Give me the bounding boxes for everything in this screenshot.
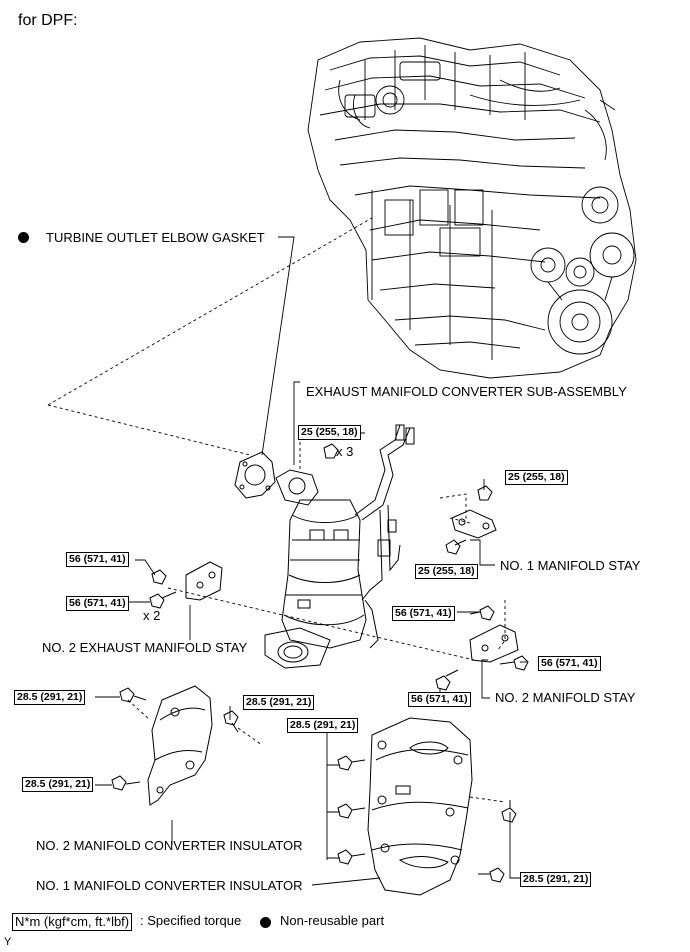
- label-converter: EXHAUST MANIFOLD CONVERTER SUB-ASSEMBLY: [306, 384, 627, 399]
- multiplier-x2: x 2: [143, 608, 161, 623]
- torque-no2-stay-top: 56 (571, 41): [392, 606, 455, 621]
- label-no1-insulator: NO. 1 MANIFOLD CONVERTER INSULATOR: [36, 878, 303, 893]
- torque-no2-exh-stay-bolt: 56 (571, 41): [66, 596, 129, 611]
- torque-no1-insulator-left: 28.5 (291, 21): [287, 718, 359, 733]
- torque-no2-stay-right: 56 (571, 41): [538, 656, 601, 671]
- legend-torque-desc: : Specified torque: [140, 913, 242, 928]
- multiplier-x3: x 3: [336, 444, 354, 459]
- legend-nonreusable-icon: [260, 917, 271, 928]
- torque-no1-stay-bolt: 25 (255, 18): [415, 564, 478, 579]
- nonreusable-marker-icon: [18, 232, 29, 243]
- legend-nonreusable: Non-reusable part: [280, 913, 385, 928]
- converter-drawing: [264, 424, 415, 669]
- fasteners: [111, 443, 529, 883]
- torque-no2-exh-stay-nut: 56 (571, 41): [66, 552, 129, 567]
- torque-converter-nut: 25 (255, 18): [298, 425, 361, 440]
- no2-stay-drawing: [469, 624, 519, 663]
- torque-no2-stay-bottom: 56 (571, 41): [408, 692, 471, 707]
- torque-no2-insulator-top: 28.5 (291, 21): [14, 690, 86, 705]
- no1-insulator-drawing: [367, 717, 473, 896]
- label-no1-stay: NO. 1 MANIFOLD STAY: [500, 558, 641, 573]
- torque-no1-stay-nut: 25 (255, 18): [505, 470, 568, 485]
- torque-no1-insulator-right: 28.5 (291, 21): [520, 872, 592, 887]
- legend-torque-box: N*m (kgf*cm, ft.*lbf): [12, 913, 133, 931]
- no1-stay-drawing: [451, 509, 497, 539]
- figure-code: Y: [4, 936, 12, 948]
- label-no2-exh-stay: NO. 2 EXHAUST MANIFOLD STAY: [42, 640, 248, 655]
- turbine-gasket-drawing: [234, 451, 276, 499]
- torque-no2-insulator-bottom: 28.5 (291, 21): [22, 777, 94, 792]
- page-title: for DPF:: [18, 12, 78, 29]
- torque-no2-insulator-mid: 28.5 (291, 21): [243, 695, 315, 710]
- label-turbine-gasket: TURBINE OUTLET ELBOW GASKET: [46, 230, 265, 245]
- label-no2-insulator: NO. 2 MANIFOLD CONVERTER INSULATOR: [36, 838, 303, 853]
- no2-insulator-drawing: [147, 685, 213, 806]
- no2-exh-stay-drawing: [185, 561, 223, 601]
- engine-illustration: [307, 37, 637, 379]
- label-no2-stay: NO. 2 MANIFOLD STAY: [495, 690, 636, 705]
